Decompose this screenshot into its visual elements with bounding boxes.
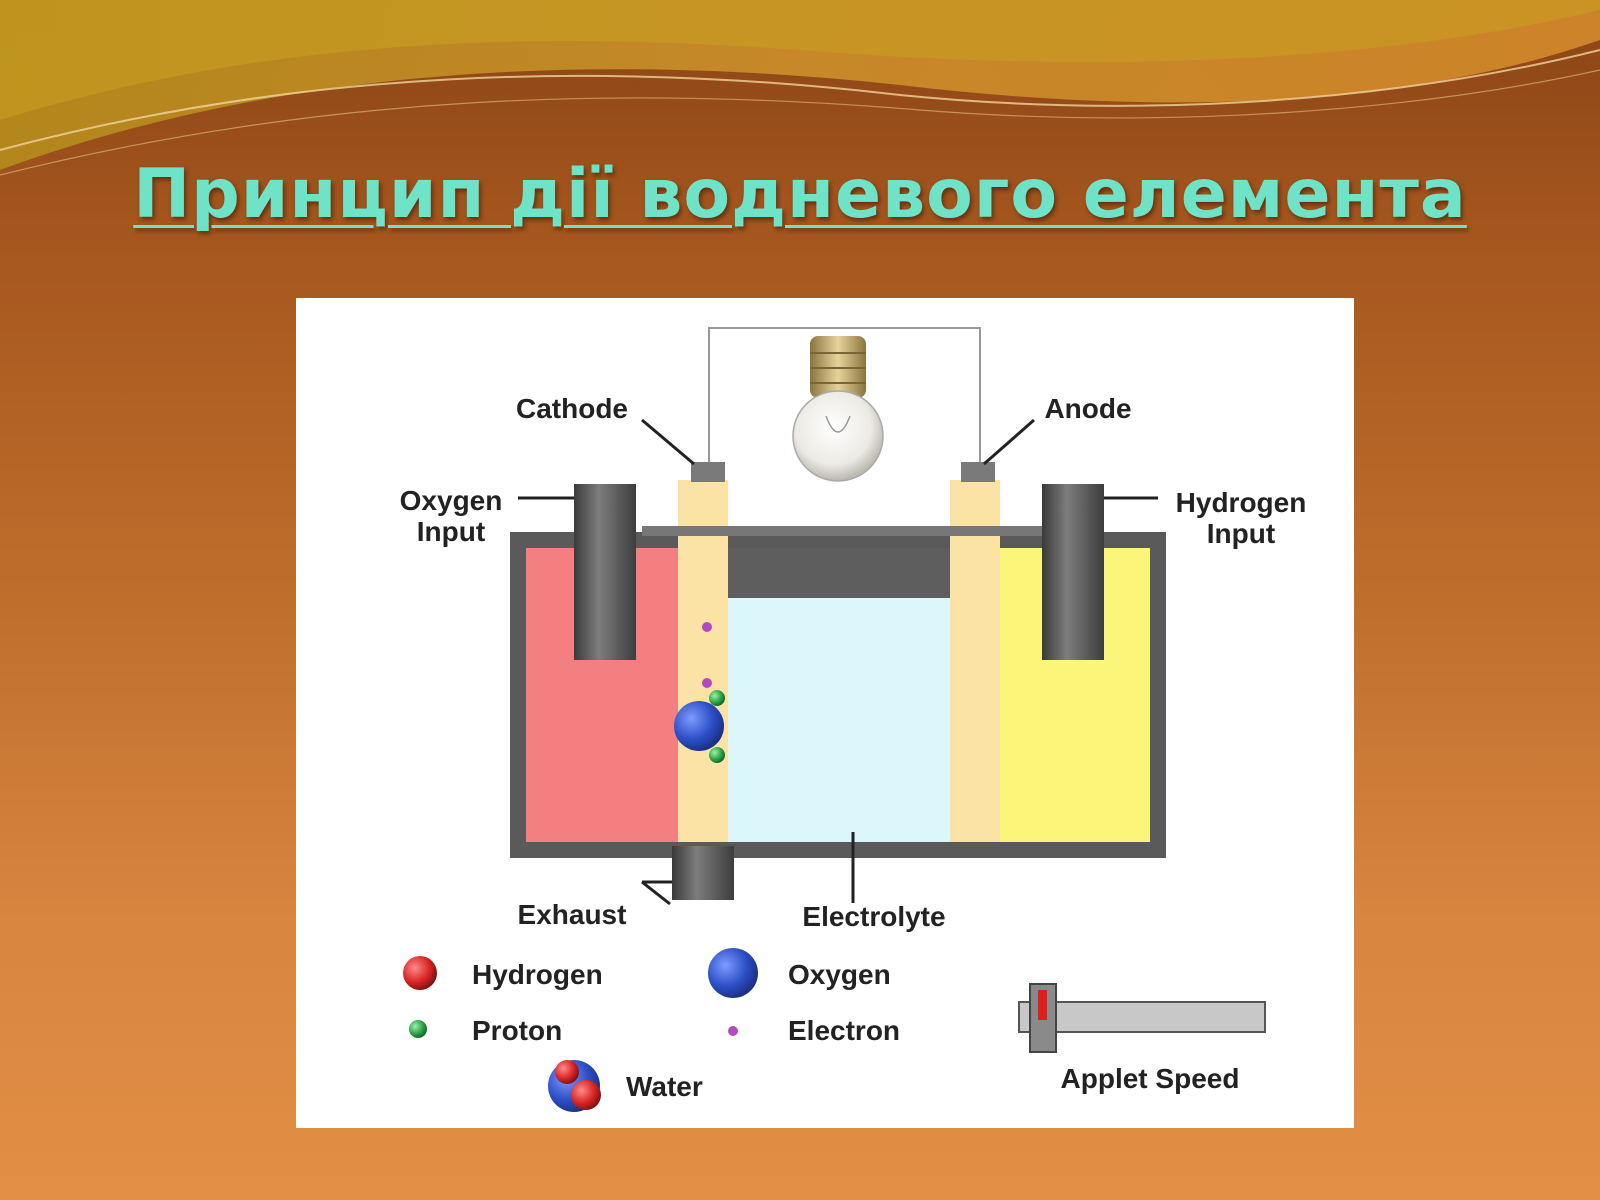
proton-legend-icon <box>409 1020 427 1038</box>
oxygen-particle <box>674 701 724 751</box>
anode-terminal <box>961 462 995 482</box>
anode-label: Anode <box>1044 393 1131 424</box>
electrolyte-label: Electrolyte <box>802 901 945 932</box>
legend-oxygen-label: Oxygen <box>788 959 891 990</box>
cathode-terminal <box>691 462 725 482</box>
proton-particle <box>709 747 725 763</box>
circuit-wire <box>708 327 981 470</box>
light-bulb-icon <box>792 336 884 482</box>
legend-hydrogen-label: Hydrogen <box>472 959 603 990</box>
hydrogen-input-label-line2: Input <box>1207 518 1275 549</box>
cathode-label: Cathode <box>516 393 628 424</box>
electrolyte-gap <box>728 548 950 598</box>
legend: Hydrogen Oxygen Proton Electron Water <box>403 948 900 1112</box>
legend-proton-label: Proton <box>472 1015 562 1046</box>
hydrogen-legend-icon <box>403 956 437 990</box>
oxygen-legend-icon <box>708 948 758 998</box>
proton-particle <box>709 690 725 706</box>
oxygen-input-label-line2: Input <box>417 516 485 547</box>
hydrogen-input-label: Hydrogen <box>1176 487 1307 518</box>
slide-title: Принцип дії водневого елемента <box>133 155 1467 234</box>
electrolyte <box>728 598 950 842</box>
applet-speed-handle[interactable] <box>1029 983 1057 1053</box>
oxygen-input-label: Oxygen <box>400 485 503 516</box>
exhaust-pipe <box>672 846 734 900</box>
applet-speed-slider[interactable] <box>1018 983 1266 1053</box>
oxygen-input-pipe <box>574 484 636 660</box>
hydrogen-input-pipe <box>1042 484 1104 660</box>
fuel-cell-diagram: Cathode Anode Oxygen Input Hydrogen Inpu… <box>296 298 1354 1128</box>
legend-electron-label: Electron <box>788 1015 900 1046</box>
applet-speed-label: Applet Speed <box>1061 1063 1240 1094</box>
anode-electrode <box>950 480 1000 842</box>
electron-particle <box>702 622 712 632</box>
electron-particle <box>702 678 712 688</box>
cathode-electrode <box>678 480 728 842</box>
legend-water-label: Water <box>626 1071 703 1102</box>
water-legend-icon <box>548 1060 601 1112</box>
electron-legend-icon <box>728 1026 738 1036</box>
exhaust-label: Exhaust <box>518 899 627 930</box>
